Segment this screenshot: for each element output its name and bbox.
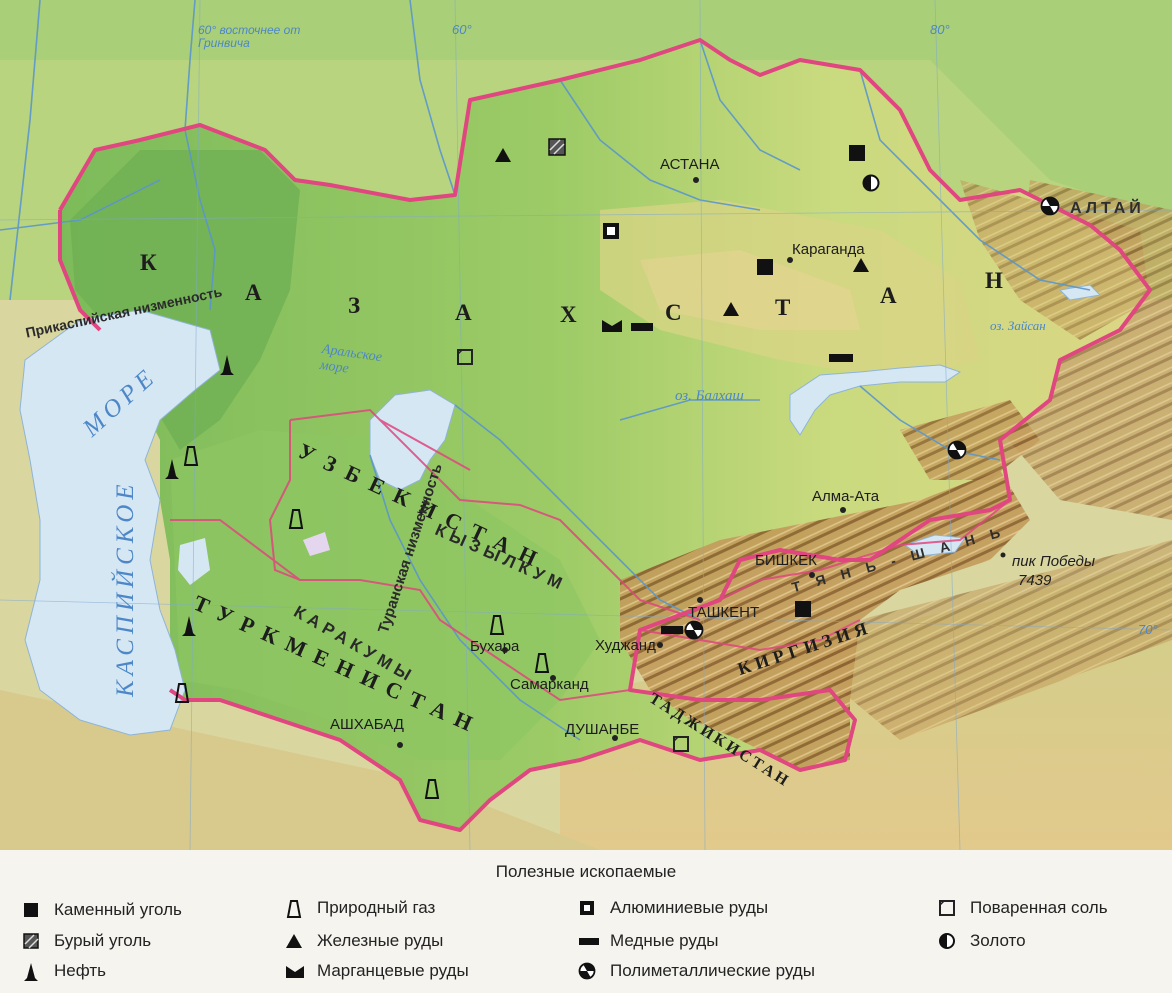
legend-label: Каменный уголь bbox=[54, 900, 182, 919]
polymetal-icon bbox=[1040, 196, 1060, 216]
brown-coal-icon bbox=[22, 932, 40, 950]
legend-label: Алюминиевые руды bbox=[610, 898, 769, 917]
balkhash-label: оз. Балхаш bbox=[675, 388, 744, 404]
relief-map bbox=[0, 0, 1172, 850]
legend-item-iron: Железные руды bbox=[285, 931, 443, 951]
polymetal-icon bbox=[947, 440, 967, 460]
country-kazakhstan-letter: Т bbox=[775, 295, 791, 320]
country-kazakhstan-letter: К bbox=[140, 250, 157, 275]
oil-icon bbox=[163, 458, 183, 479]
city-bukhara: Бухара bbox=[470, 638, 520, 655]
copper-icon bbox=[578, 932, 599, 950]
salt-icon bbox=[672, 735, 692, 755]
legend-label: Нефть bbox=[54, 961, 106, 980]
legend-label: Полиметаллические руды bbox=[610, 961, 815, 980]
legend-item-brown-coal: Бурый уголь bbox=[22, 931, 151, 951]
legend-item-copper: Медные руды bbox=[578, 931, 718, 951]
peak-pobeda-label: пик Победы 7439 bbox=[1012, 552, 1095, 590]
coal-icon bbox=[756, 258, 776, 278]
brown-coal-icon bbox=[548, 138, 568, 158]
iron-icon bbox=[285, 932, 303, 950]
polymetal-icon bbox=[684, 620, 704, 640]
zaisan-label: оз. Зайсан bbox=[990, 318, 1046, 333]
legend-item-gas: Природный газ bbox=[285, 898, 435, 918]
map: 60° 80° 70° 60° восточнее от Гринвича АС… bbox=[0, 0, 1172, 850]
country-kazakhstan-letter: А bbox=[880, 283, 897, 308]
city-alma-ata: Алма-Ата bbox=[812, 488, 880, 505]
iron-icon bbox=[852, 256, 872, 276]
legend-item-aluminium: Алюминиевые руды bbox=[578, 898, 768, 918]
coal-icon bbox=[794, 600, 814, 620]
salt-icon bbox=[456, 348, 476, 368]
peak-name: пик Победы bbox=[1012, 553, 1095, 570]
coal-icon bbox=[22, 901, 40, 919]
caspian-sea-label: КАСПИЙСКОЕ bbox=[112, 479, 139, 697]
polymetal-icon bbox=[578, 962, 596, 980]
city-dushanbe: ДУШАНБЕ bbox=[565, 721, 640, 738]
gold-icon bbox=[862, 174, 882, 194]
iron-icon bbox=[494, 146, 514, 166]
city-karaganda: Караганда bbox=[792, 241, 865, 258]
altai-label: АЛТАЙ bbox=[1070, 200, 1145, 217]
grid-lon-label: 80° bbox=[930, 22, 950, 37]
manganese-icon bbox=[600, 316, 624, 336]
gold-icon bbox=[938, 932, 956, 950]
legend-label: Золото bbox=[970, 931, 1026, 950]
greenwich-label: 60° восточнее от Гринвича bbox=[198, 23, 301, 50]
legend-label: Марганцевые руды bbox=[317, 961, 469, 980]
aral-sea bbox=[369, 389, 456, 491]
gas-icon bbox=[533, 652, 553, 673]
oil-icon bbox=[180, 615, 200, 636]
grid-lon-label: 70° bbox=[1138, 622, 1158, 637]
outer-border bbox=[58, 38, 1152, 832]
balkhash-lake bbox=[789, 364, 962, 436]
country-kazakhstan-letter: С bbox=[665, 300, 682, 325]
city-tashkent: ТАШКЕНТ bbox=[688, 604, 760, 621]
city-samarkand: Самарканд bbox=[510, 676, 589, 693]
legend-label: Бурый уголь bbox=[54, 931, 152, 950]
country-kazakhstan-letter: А bbox=[455, 300, 472, 325]
minerals-legend: Полезные ископаемые Каменный уголь Бурый… bbox=[0, 850, 1172, 993]
gas-icon bbox=[423, 778, 443, 799]
caspian-sea bbox=[19, 309, 221, 736]
copper-icon bbox=[828, 350, 854, 370]
iron-icon bbox=[722, 300, 742, 320]
country-kazakhstan-letter: А bbox=[245, 280, 262, 305]
city-khudzhand: Худжанд bbox=[595, 637, 656, 654]
legend-label: Медные руды bbox=[610, 931, 719, 950]
manganese-icon bbox=[285, 962, 304, 980]
legend-item-polymetal: Полиметаллические руды bbox=[578, 961, 815, 981]
legend-item-gold: Золото bbox=[938, 931, 1026, 951]
oil-icon bbox=[218, 354, 238, 375]
city-ashkhabad: АШХАБАД bbox=[330, 716, 404, 733]
legend-item-manganese: Марганцевые руды bbox=[285, 961, 469, 981]
legend-label: Поваренная соль bbox=[970, 898, 1108, 917]
country-kazakhstan-letter: З bbox=[348, 293, 361, 318]
copper-icon bbox=[630, 318, 656, 338]
legend-item-coal: Каменный уголь bbox=[22, 900, 182, 920]
aluminium-icon bbox=[602, 222, 622, 242]
oil-icon bbox=[22, 962, 40, 981]
legend-item-salt: Поваренная соль bbox=[938, 898, 1108, 918]
legend-title: Полезные ископаемые bbox=[495, 862, 677, 881]
grid-lon-label: 60° bbox=[452, 22, 472, 37]
gas-icon bbox=[182, 445, 202, 466]
copper-icon bbox=[660, 622, 686, 642]
aluminium-icon bbox=[578, 899, 596, 917]
legend-item-oil: Нефть bbox=[22, 961, 106, 981]
legend-label: Природный газ bbox=[317, 898, 436, 917]
city-bishkek: БИШКЕК bbox=[755, 552, 817, 569]
gas-icon bbox=[173, 682, 193, 703]
gas-icon bbox=[285, 899, 303, 918]
country-kazakhstan-letter: Н bbox=[985, 268, 1003, 293]
legend-label: Железные руды bbox=[317, 931, 444, 950]
salt-icon bbox=[938, 899, 956, 917]
coal-icon bbox=[848, 144, 868, 164]
gas-icon bbox=[287, 508, 307, 529]
country-kazakhstan-letter: Х bbox=[560, 302, 577, 327]
city-astana: АСТАНА bbox=[660, 156, 720, 173]
gas-icon bbox=[488, 614, 508, 635]
peak-height: 7439 bbox=[1018, 572, 1052, 589]
